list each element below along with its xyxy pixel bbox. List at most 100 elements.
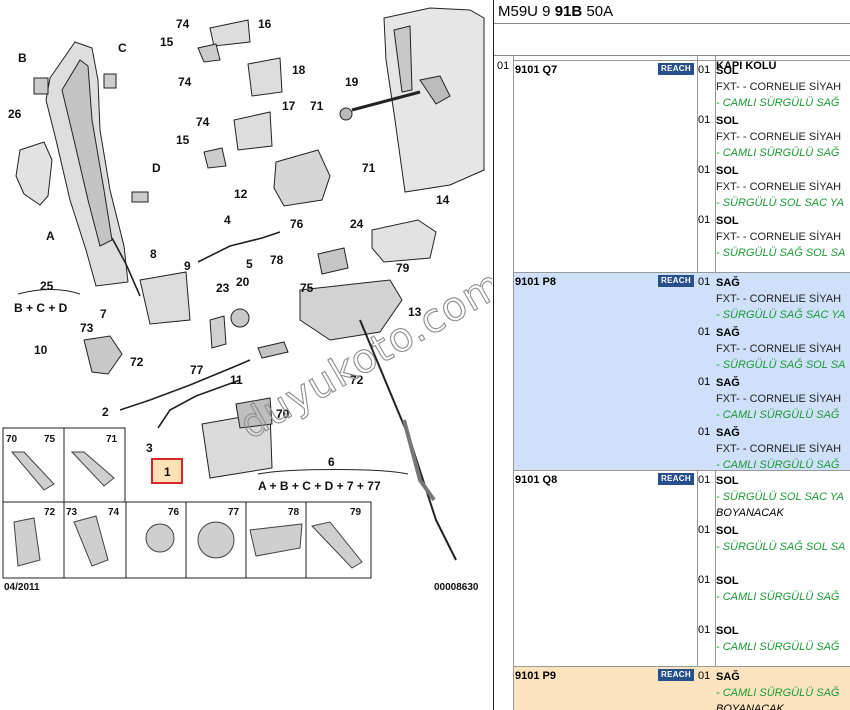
callout-8: 8 [150,247,157,261]
variant-note: - SÜRGÜLÜ SOL SAC YA [716,491,844,503]
ref-prefix: M59U 9 [498,3,551,20]
quantity-cell: 01 [698,164,711,176]
part-24-shape [317,247,349,275]
variant-note: - SÜRGÜLÜ SAĞ SOL SA [716,541,846,553]
variant-note: - CAMLI SÜRGÜLÜ SAĞ [716,591,840,603]
clip-78-icon [249,523,303,557]
hw-label-76: 76 [168,507,180,518]
part-code[interactable]: 9101 P9 [515,670,556,682]
callout-74-mid: 74 [178,75,192,89]
sliding-door-handle-shape [393,25,413,93]
callout-76: 76 [290,217,304,231]
quantity-cell: 01 [698,326,711,338]
callout-1-highlight[interactable] [151,458,183,484]
hardware-labels: 70 75 71 72 73 74 76 77 78 79 [6,434,362,518]
rivet-79-icon [311,521,363,569]
legend-25-text: B + C + D [14,301,68,315]
callout-77-diagram: 77 [190,363,204,377]
callout-72-right: 72 [350,373,364,387]
variant-note: - SÜRGÜLÜ SAĞ SOL SA [716,247,846,259]
variant-note: - CAMLI SÜRGÜLÜ SAĞ [716,147,840,159]
callout-1: 1 [164,465,171,479]
callout-labels: 74 16 15 B C 74 18 19 26 15 74 17 71 D 1… [8,17,450,469]
quantity-cell: 01 [698,64,711,76]
rod-2-shape [119,359,251,411]
callout-15-mid: 15 [176,133,190,147]
variant-side: SOL [716,525,739,537]
hw-label-78: 78 [288,507,300,518]
hw-label-73: 73 [66,507,78,518]
quantity-cell: 01 [698,276,711,288]
catalog-title: KAPI KOLU [716,60,777,72]
quantity-cell: 01 [698,624,711,636]
part-15a-shape [197,43,221,63]
hw-label-70: 70 [6,434,18,445]
callout-25: 25 [40,279,54,293]
callout-4: 4 [224,213,231,227]
variant-note: - CAMLI SÜRGÜLÜ SAĞ [716,687,840,699]
callout-a: A [46,229,55,243]
callout-12: 12 [234,187,248,201]
part-23-shape [209,315,227,349]
variant-note: - CAMLI SÜRGÜLÜ SAĞ [716,641,840,653]
variant-side: SOL [716,165,739,177]
rod-3-shape [157,379,241,429]
part-18-shape [247,57,283,97]
diagram-date: 04/2011 [4,582,40,593]
part-8-shape [139,271,191,325]
entry-separator-0 [514,60,850,61]
callout-17: 17 [282,99,296,113]
bolt-73-icon [73,515,109,567]
callout-72-left: 72 [130,355,144,369]
callout-5: 5 [246,257,253,271]
variant-note: - SÜRGÜLÜ SAĞ SOL SA [716,359,846,371]
diagram-ref: 00008630 [434,582,479,593]
callout-75-diagram: 75 [300,281,314,295]
part-code[interactable]: 9101 Q8 [515,474,558,486]
variant-side: SAĞ [716,327,740,339]
callout-7: 7 [100,307,107,321]
rod-4-shape [197,231,281,263]
variant-side: SAĞ [716,377,740,389]
variant-side: SAĞ [716,671,740,683]
part-17-shape [233,111,273,151]
reach-badge: REACH [658,669,694,681]
part-19-shape [339,107,353,121]
reach-badge: REACH [658,275,694,287]
variant-side: SOL [716,115,739,127]
variant-fxt: FXT- - CORNELIE SİYAH [716,181,842,193]
ref-bold: 91B [554,3,583,20]
callout-74-low: 74 [196,115,210,129]
variant-fxt: FXT- - CORNELIE SİYAH [716,231,842,243]
part-code[interactable]: 9101 P8 [515,276,556,288]
callout-d: D [152,161,161,175]
quantity-cell: 01 [698,376,711,388]
rivet-72-icon [13,517,41,567]
clip-77-icon [197,521,235,559]
variant-side: SOL [716,65,739,77]
variant-fxt: FXT- - CORNELIE SİYAH [716,293,842,305]
reach-badge: REACH [658,63,694,75]
rod-a-shape [111,237,141,297]
variant-fxt: FXT- - CORNELIE SİYAH [716,343,842,355]
part-13-shape [299,279,403,341]
variant-note: - SÜRGÜLÜ SAĞ SAC YA [716,309,846,321]
callout-73-diagram: 73 [80,321,94,335]
hw-label-72: 72 [44,507,56,518]
quantity-cell: 01 [698,214,711,226]
callout-26: 26 [8,107,22,121]
callout-19: 19 [345,75,359,89]
variant-extra: BOYANACAK [716,507,784,519]
callout-13: 13 [408,305,422,319]
hardware-grid [2,427,372,579]
variant-note: - CAMLI SÜRGÜLÜ SAĞ [716,409,840,421]
part-code[interactable]: 9101 Q7 [515,64,558,76]
variant-extra: BOYANACAK [716,703,784,710]
hw-label-74: 74 [108,507,120,518]
callout-71-top: 71 [310,99,324,113]
